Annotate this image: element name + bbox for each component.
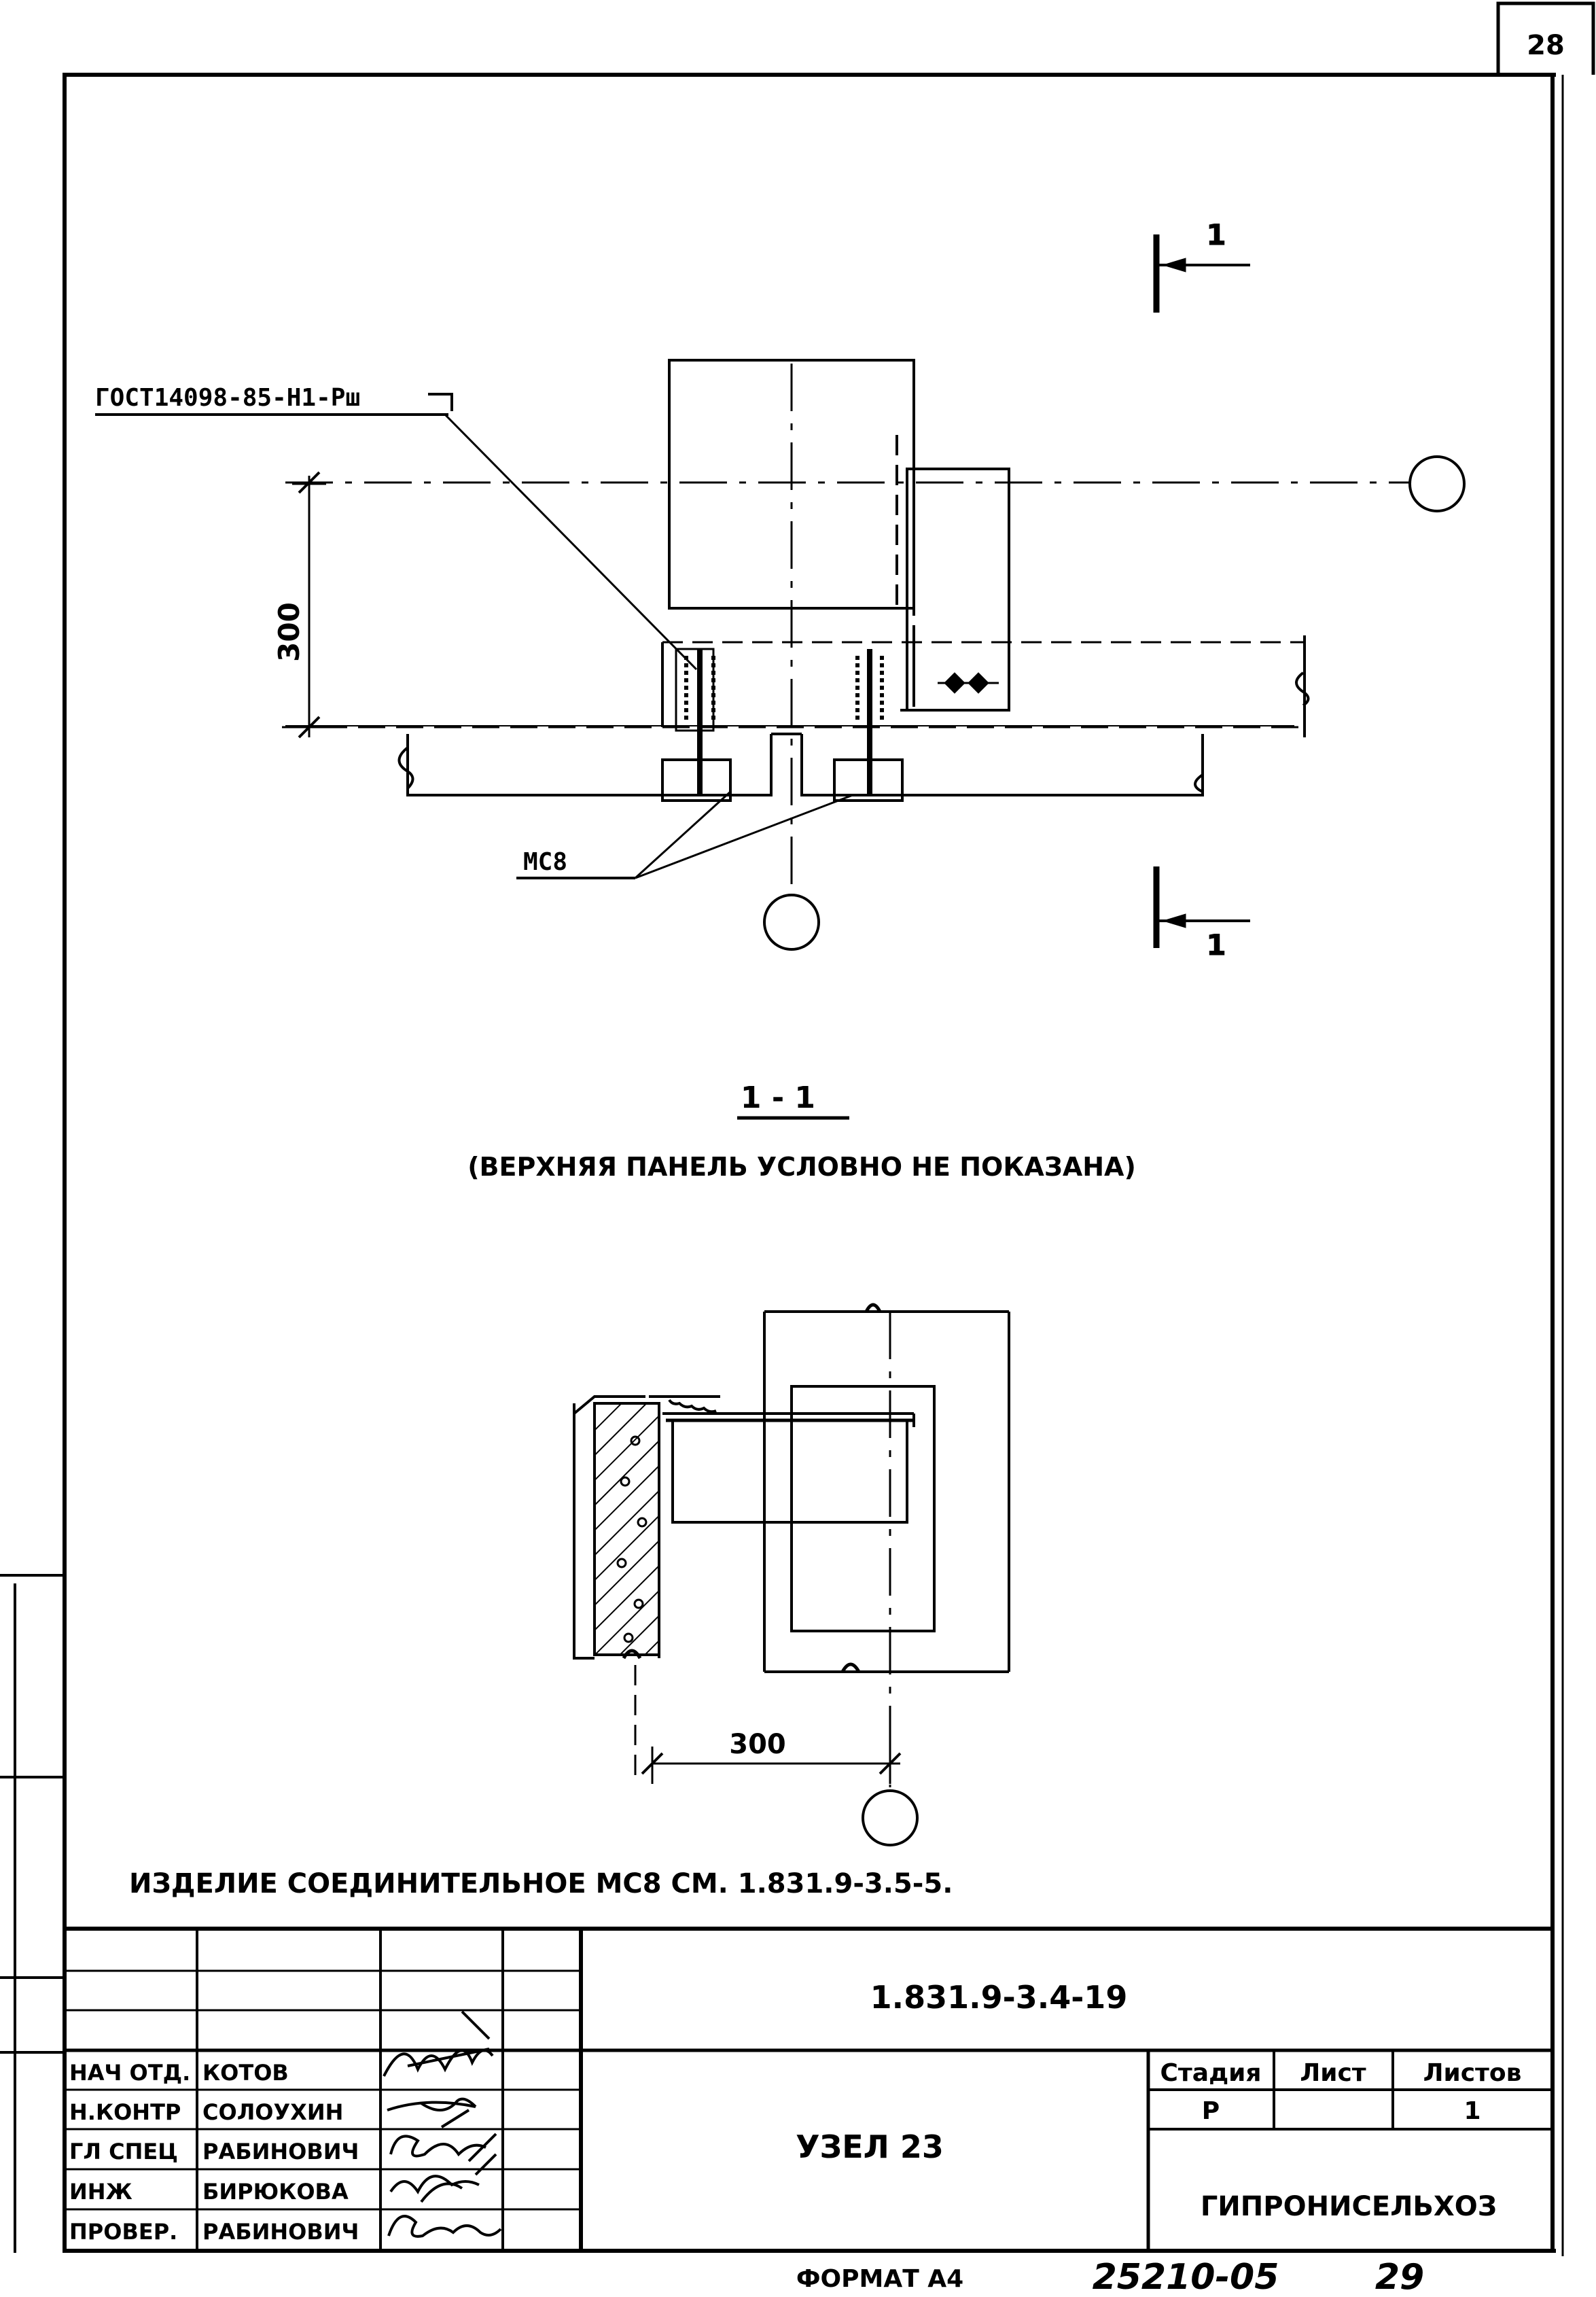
section-note: (ВЕРХНЯЯ ПАНЕЛЬ УСЛОВНО НЕ ПОКАЗАНА) [467, 1152, 1136, 1182]
archive-number: 25210-05 [1093, 2257, 1279, 2297]
section-mark-bottom: 1 [1153, 866, 1250, 962]
section-title: 1 - 1 [741, 1081, 815, 1115]
product-note: ИЗДЕЛИЕ СОЕДИНИТЕЛЬНОЕ МС8 СМ. 1.831.9-3… [129, 1868, 953, 1899]
name-1: КОТОВ [202, 2060, 289, 2086]
role-3: ГЛ СПЕЦ [69, 2139, 178, 2164]
mc8-leader [516, 790, 853, 879]
name-2: СОЛОУХИН [202, 2099, 343, 2125]
sheets-header: Листов [1423, 2059, 1522, 2087]
name-5: РАБИНОВИЧ [202, 2219, 359, 2245]
sheet-header: Лист [1300, 2059, 1366, 2087]
role-1: НАЧ ОТД. [69, 2060, 190, 2086]
section-mark-top: 1 [1153, 218, 1250, 313]
role-5: ПРОВЕР. [69, 2219, 177, 2245]
signatures [383, 2010, 502, 2238]
section-mark-top-label: 1 [1206, 218, 1226, 251]
name-4: БИРЮКОВА [202, 2179, 349, 2205]
wall-detail [573, 1303, 1010, 1846]
title-block-grid [65, 1927, 1553, 2251]
role-4: ИНЖ [69, 2179, 132, 2205]
stage-value: Р [1202, 2097, 1220, 2125]
section-mark-bottom-label: 1 [1206, 928, 1226, 962]
sheets-value: 1 [1464, 2097, 1480, 2125]
dimension-upper-label: 300 [272, 602, 306, 662]
gost-label: ГОСТ14098-85-Н1-Рш [95, 384, 360, 412]
page-number: 29 [1375, 2257, 1424, 2297]
stage-header: Стадия [1160, 2059, 1262, 2087]
name-3: РАБИНОВИЧ [202, 2139, 359, 2164]
doc-code: 1.831.9-3.4-19 [870, 1979, 1128, 2016]
sheet-number: 28 [1527, 30, 1565, 61]
dimension-lower-label: 300 [729, 1729, 786, 1760]
node-title: УЗЕЛ 23 [796, 2128, 944, 2165]
organization: ГИПРОНИСЕЛЬХОЗ [1201, 2191, 1497, 2222]
dimension-upper [292, 471, 326, 739]
dimension-lower [641, 1747, 902, 1784]
sheet-frame [63, 73, 1564, 2256]
gost-leader [95, 393, 698, 671]
sheet-number-box: 28 [1496, 1, 1595, 75]
left-margin-strip [0, 1574, 65, 2253]
plan-view [282, 359, 1466, 951]
format-label: ФОРМАТ А4 [796, 2265, 963, 2293]
role-2: Н.КОНТР [69, 2099, 181, 2125]
mc8-label: МС8 [523, 848, 567, 876]
